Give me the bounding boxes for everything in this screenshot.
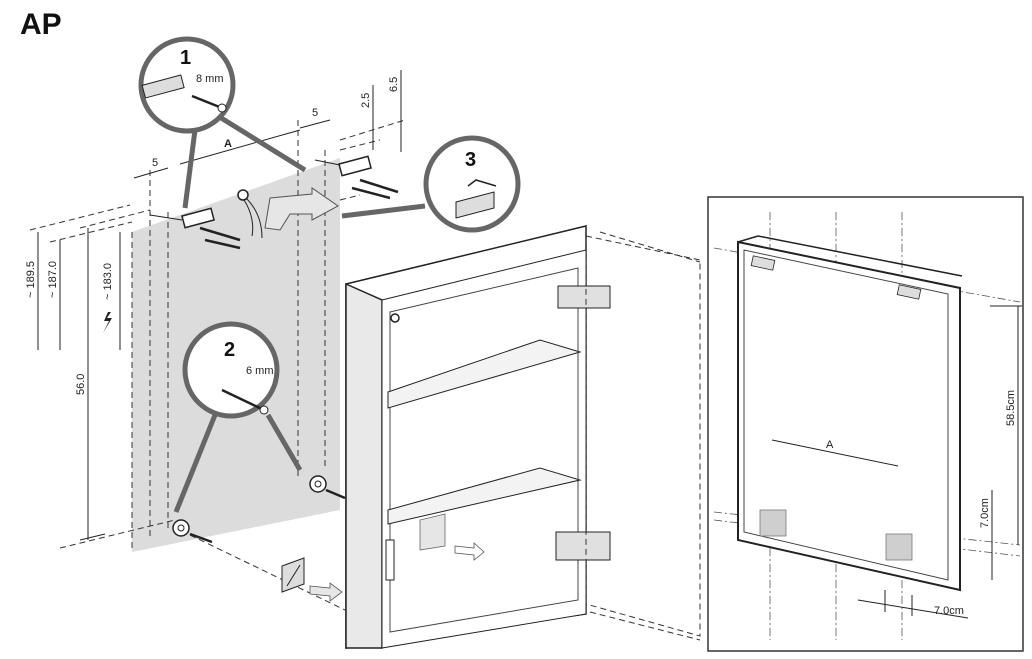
screw-left bbox=[149, 214, 241, 250]
detail-cabinet bbox=[737, 235, 963, 592]
top-dimensions: 5 5 A 2.5 6.5 bbox=[133, 70, 402, 179]
callout-1: 1 8 mm bbox=[138, 36, 307, 209]
callout-2-label: 6 mm bbox=[246, 365, 274, 377]
dim-183-0: ~ 183.0 bbox=[102, 263, 114, 300]
detail-dim-a: A bbox=[771, 439, 899, 467]
lightning-icon bbox=[103, 312, 112, 333]
dim-2-5: 2.5 bbox=[360, 93, 372, 108]
callout-3-number: 3 bbox=[465, 149, 476, 171]
detail-a-label: A bbox=[826, 439, 834, 451]
screw-right bbox=[314, 159, 399, 200]
detail-dim-7-0-vertical: 7.0cm bbox=[979, 490, 993, 580]
construction-lines bbox=[29, 119, 406, 611]
shelf-lower bbox=[387, 467, 582, 525]
wall-brackets bbox=[149, 155, 399, 602]
lower-mounts bbox=[172, 475, 346, 544]
detail-dim-58-5: 58.5cm bbox=[1005, 390, 1017, 426]
arrow-to-cabinet bbox=[264, 187, 339, 231]
callout-3: 3 bbox=[341, 135, 521, 233]
callout-1-label: 8 mm bbox=[196, 73, 224, 85]
mirror-cabinet bbox=[345, 225, 701, 649]
detail-tile-right bbox=[885, 533, 913, 561]
callout-1-number: 1 bbox=[180, 47, 191, 69]
cable-outlet bbox=[237, 189, 263, 239]
dim-187-0: ~ 187.0 bbox=[47, 261, 59, 298]
detail-dim-58-5: 58.5cm bbox=[990, 305, 1022, 545]
diagram-title: AP bbox=[20, 8, 62, 41]
detail-box: A 58.5cm 7.0cm 7.0cm bbox=[707, 196, 1024, 652]
dim-top-5-right: 5 bbox=[312, 107, 318, 119]
dim-top-5-left: 5 bbox=[152, 157, 158, 169]
dim-6-5: 6.5 bbox=[388, 77, 400, 92]
dim-a-label: A bbox=[224, 138, 232, 150]
door-outline bbox=[585, 231, 701, 641]
dim-189-5: ~ 189.5 bbox=[25, 261, 37, 298]
hinges bbox=[555, 285, 611, 561]
shelf-upper bbox=[387, 339, 582, 409]
detail-tile-left bbox=[759, 509, 787, 537]
cabinet-socket bbox=[385, 513, 485, 581]
left-dimensions: ~ 189.5 ~ 187.0 ~ 183.0 56.0 bbox=[25, 228, 121, 541]
detail-dim-7-0-horizontal: 7.0cm bbox=[857, 590, 969, 619]
callout-2: 2 6 mm bbox=[173, 321, 303, 513]
detail-dim-7-0-v: 7.0cm bbox=[979, 498, 991, 528]
switch-plate bbox=[281, 557, 343, 602]
dim-56-0: 56.0 bbox=[75, 374, 87, 395]
callout-2-number: 2 bbox=[224, 339, 235, 361]
detail-dim-7-0-h: 7.0cm bbox=[934, 605, 964, 617]
